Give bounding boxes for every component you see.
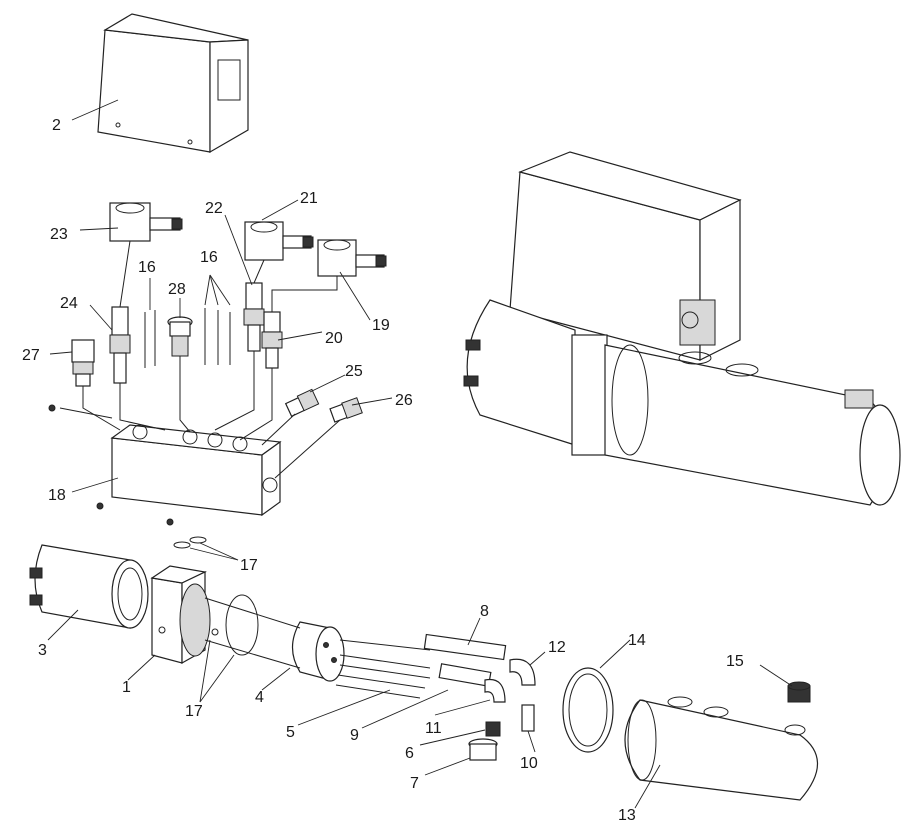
label-25: 25 [345, 363, 363, 380]
label-14: 14 [628, 632, 646, 649]
part-23-coil [109, 202, 183, 242]
label-28: 28 [168, 281, 186, 298]
label-16a: 16 [138, 259, 156, 276]
part-3-motor [29, 544, 149, 629]
part-19-coil [317, 239, 387, 277]
assembled-power-unit [463, 151, 901, 506]
part-16-bolts-left [144, 310, 156, 368]
part-15-cap [787, 681, 811, 703]
label-17b: 17 [185, 703, 203, 720]
part-21-coil [244, 221, 314, 261]
label-22: 22 [205, 200, 223, 217]
label-24: 24 [60, 295, 78, 312]
part-13-reservoir [624, 696, 819, 801]
label-2: 2 [52, 117, 61, 134]
assembly-lines-upper [59, 240, 341, 479]
part-24-valve [109, 306, 131, 384]
label-26: 26 [395, 392, 413, 409]
label-3: 3 [38, 642, 47, 659]
part-14-clamp [562, 667, 614, 753]
label-9: 9 [350, 727, 359, 744]
label-11: 11 [425, 720, 442, 737]
part-8-pickup-tube [423, 633, 507, 661]
part-17-orings-upper [173, 536, 207, 549]
part-5-tie-rods [335, 654, 431, 699]
label-10: 10 [520, 755, 538, 772]
part-11-elbow [484, 678, 506, 703]
part-27-valve [71, 339, 95, 387]
part-22-valve [243, 282, 265, 352]
part-2-cover [97, 13, 249, 154]
part-16-bolts-right [204, 308, 231, 365]
label-21: 21 [300, 190, 318, 207]
part-17-orings-lower [201, 594, 259, 656]
label-19: 19 [372, 317, 390, 334]
label-20: 20 [325, 330, 343, 347]
part-4-gear-pump [291, 621, 345, 682]
part-1-pump-block [150, 565, 211, 665]
part-labels: 2 23 22 21 16 16 28 24 19 20 27 25 26 18… [22, 117, 744, 824]
label-13: 13 [618, 807, 636, 824]
label-12: 12 [548, 639, 566, 656]
label-16b: 16 [200, 249, 218, 266]
part-9-suction-tube [438, 663, 492, 687]
label-18: 18 [48, 487, 66, 504]
part-12-elbow [509, 658, 536, 686]
label-6: 6 [405, 745, 414, 762]
part-10-nipple [521, 704, 535, 732]
label-17a: 17 [240, 557, 258, 574]
label-4: 4 [255, 689, 264, 706]
part-26-fitting [329, 397, 363, 423]
label-23: 23 [50, 226, 68, 243]
label-1: 1 [122, 679, 131, 696]
label-15: 15 [726, 653, 744, 670]
leader-lines [47, 99, 793, 809]
label-8: 8 [480, 603, 489, 620]
label-27: 27 [22, 347, 40, 364]
part-18-manifold [110, 424, 282, 517]
label-7: 7 [410, 775, 419, 792]
part-6-filter [485, 721, 501, 737]
label-5: 5 [286, 724, 295, 741]
part-7-cap [468, 738, 498, 761]
part-25-fitting [284, 388, 320, 418]
part-28-plug [167, 316, 193, 357]
small-screws [48, 404, 174, 526]
assembly-lines-lower [204, 597, 431, 669]
